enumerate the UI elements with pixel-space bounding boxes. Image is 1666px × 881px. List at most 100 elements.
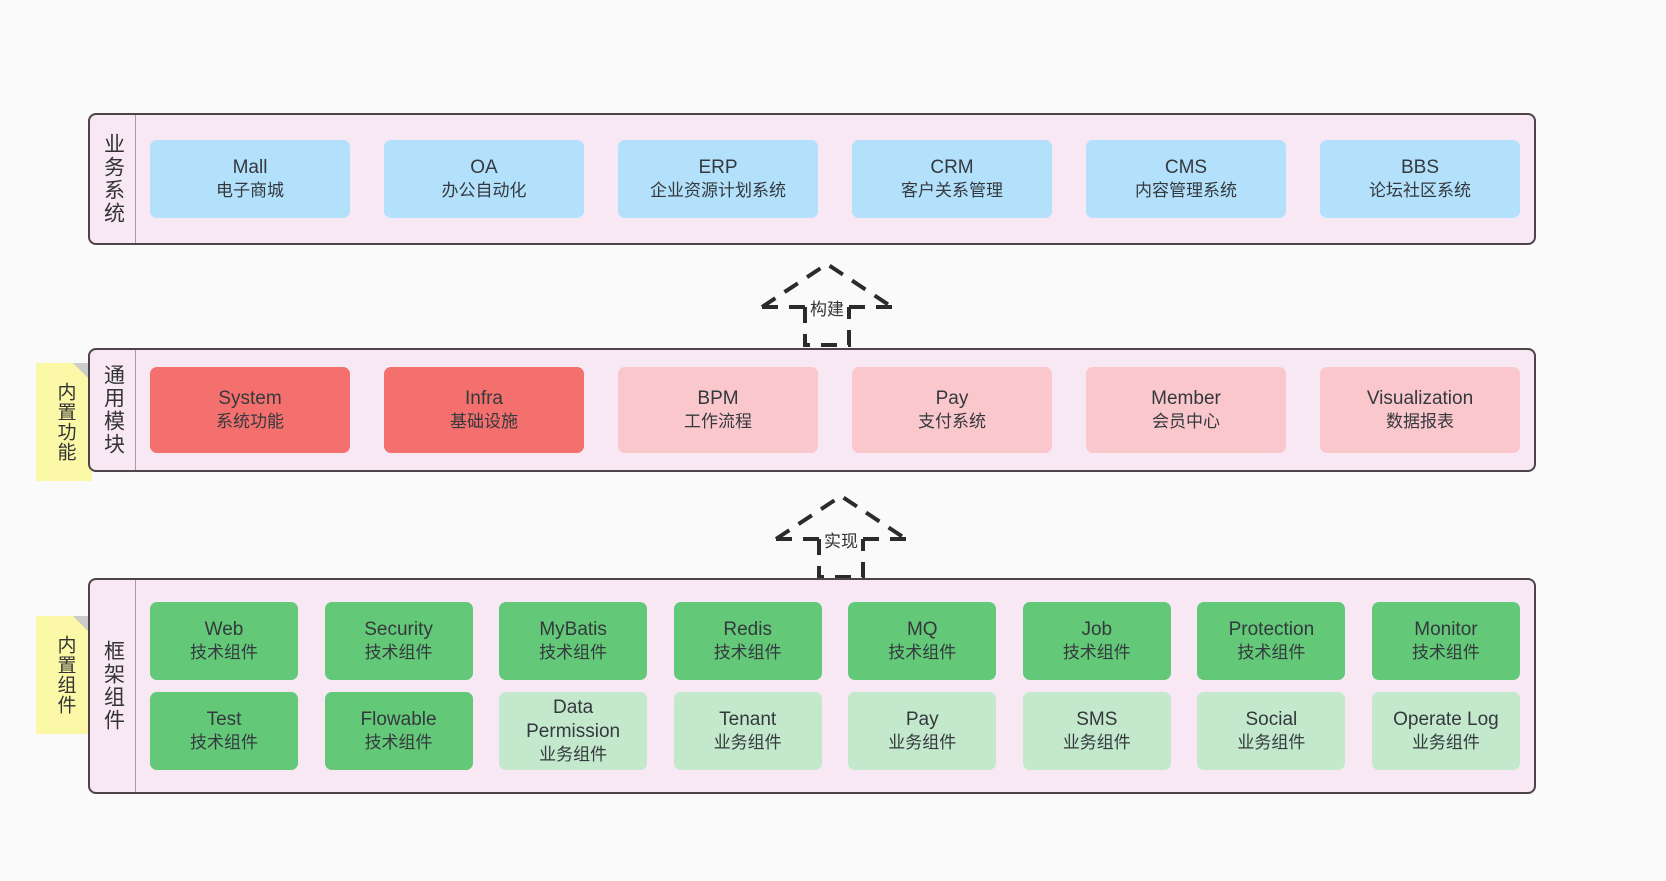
node-title: BBS xyxy=(1400,156,1440,178)
node-title: MyBatis xyxy=(539,618,607,640)
node-subtitle: 技术组件 xyxy=(364,733,433,753)
sticky-note-builtin-component: 内置组件 xyxy=(36,616,92,734)
node-job[interactable]: Job 技术组件 xyxy=(1022,602,1171,680)
node-oa[interactable]: OA 办公自动化 xyxy=(384,140,584,218)
node-data-permission[interactable]: Data Permission 业务组件 xyxy=(499,692,648,770)
node-title: Web xyxy=(204,618,244,640)
node-mall[interactable]: Mall 电子商城 xyxy=(150,140,350,218)
node-row: System 系统功能 Infra 基础设施 BPM 工作流程 Pay 支付系统… xyxy=(150,367,1520,453)
node-tenant[interactable]: Tenant 业务组件 xyxy=(673,692,822,770)
node-pay-component[interactable]: Pay 业务组件 xyxy=(848,692,997,770)
layer-common-module: 通用模块 System 系统功能 Infra 基础设施 BPM 工作流程 Pay xyxy=(88,348,1536,472)
node-subtitle: 业务组件 xyxy=(1237,733,1306,753)
node-title: Tenant xyxy=(719,708,777,730)
node-title: CRM xyxy=(930,156,974,178)
node-title: ERP xyxy=(698,156,738,178)
build-arrow-icon xyxy=(760,261,894,347)
node-social[interactable]: Social 业务组件 xyxy=(1197,692,1346,770)
node-title: Test xyxy=(206,708,242,730)
node-flowable[interactable]: Flowable 技术组件 xyxy=(324,692,473,770)
node-subtitle: 基础设施 xyxy=(450,412,518,432)
node-title: System xyxy=(218,387,282,409)
node-title: Pay xyxy=(935,387,969,409)
node-title: Infra xyxy=(464,387,504,409)
node-subtitle: 技术组件 xyxy=(888,643,957,663)
node-title: Mall xyxy=(232,156,268,178)
layer-title-framework-component: 框架组件 xyxy=(90,580,136,792)
node-title: Flowable xyxy=(360,708,437,730)
layer-business-system: 业务系统 Mall 电子商城 OA 办公自动化 ERP 企业资源计划系统 CRM xyxy=(88,113,1536,245)
node-subtitle: 技术组件 xyxy=(1411,643,1480,663)
node-subtitle: 企业资源计划系统 xyxy=(650,181,786,201)
node-mq[interactable]: MQ 技术组件 xyxy=(848,602,997,680)
sticky-note-label: 内置功能 xyxy=(54,382,76,462)
node-redis[interactable]: Redis 技术组件 xyxy=(673,602,822,680)
node-subtitle: 业务组件 xyxy=(539,745,608,765)
node-title: Redis xyxy=(723,618,772,640)
layer-title-label-framework-component: 框架组件 xyxy=(101,640,125,732)
node-mybatis[interactable]: MyBatis 技术组件 xyxy=(499,602,648,680)
node-title: Monitor xyxy=(1414,618,1478,640)
node-title: Social xyxy=(1245,708,1298,730)
layer-body-framework-component: Web 技术组件 Security 技术组件 MyBatis 技术组件 Redi… xyxy=(136,580,1534,792)
layer-body-business-system: Mall 电子商城 OA 办公自动化 ERP 企业资源计划系统 CRM 客户关系… xyxy=(136,115,1534,243)
node-title: CMS xyxy=(1164,156,1208,178)
sticky-fold-corner-icon xyxy=(73,616,92,635)
node-subtitle: 客户关系管理 xyxy=(901,181,1003,201)
node-pay-module[interactable]: Pay 支付系统 xyxy=(852,367,1052,453)
node-visualization[interactable]: Visualization 数据报表 xyxy=(1320,367,1520,453)
node-bbs[interactable]: BBS 论坛社区系统 xyxy=(1320,140,1520,218)
node-subtitle: 业务组件 xyxy=(713,733,782,753)
node-subtitle: 技术组件 xyxy=(1062,643,1131,663)
node-test[interactable]: Test 技术组件 xyxy=(150,692,298,770)
node-system[interactable]: System 系统功能 xyxy=(150,367,350,453)
node-title: BPM xyxy=(697,387,739,409)
node-subtitle: 技术组件 xyxy=(713,643,782,663)
sticky-note-label: 内置组件 xyxy=(54,635,76,715)
node-cms[interactable]: CMS 内容管理系统 xyxy=(1086,140,1286,218)
layer-title-label-common-module: 通用模块 xyxy=(101,364,125,456)
node-title: Security xyxy=(364,618,433,640)
node-web[interactable]: Web 技术组件 xyxy=(150,602,298,680)
node-sms[interactable]: SMS 业务组件 xyxy=(1022,692,1171,770)
node-row: Test 技术组件 Flowable 技术组件 Data Permission … xyxy=(150,692,1520,770)
node-subtitle: 办公自动化 xyxy=(441,181,527,201)
node-crm[interactable]: CRM 客户关系管理 xyxy=(852,140,1052,218)
node-subtitle: 会员中心 xyxy=(1152,412,1220,432)
node-protection[interactable]: Protection 技术组件 xyxy=(1197,602,1346,680)
node-subtitle: 内容管理系统 xyxy=(1135,181,1237,201)
node-subtitle: 业务组件 xyxy=(888,733,957,753)
node-title: Visualization xyxy=(1366,387,1474,409)
node-monitor[interactable]: Monitor 技术组件 xyxy=(1371,602,1520,680)
node-infra[interactable]: Infra 基础设施 xyxy=(384,367,584,453)
layer-title-business-system: 业务系统 xyxy=(90,115,136,243)
node-title: OA xyxy=(470,156,498,178)
node-subtitle: 技术组件 xyxy=(1237,643,1306,663)
layer-title-label-business-system: 业务系统 xyxy=(101,133,125,225)
node-subtitle: 工作流程 xyxy=(684,412,752,432)
layer-title-common-module: 通用模块 xyxy=(90,350,136,470)
node-security[interactable]: Security 技术组件 xyxy=(324,602,473,680)
node-title: Protection xyxy=(1228,618,1315,640)
node-title: MQ xyxy=(906,618,938,640)
node-bpm[interactable]: BPM 工作流程 xyxy=(618,367,818,453)
layer-framework-component: 框架组件 Web 技术组件 Security 技术组件 MyBatis 技术组件… xyxy=(88,578,1536,794)
node-subtitle: 技术组件 xyxy=(190,733,258,753)
node-row: Web 技术组件 Security 技术组件 MyBatis 技术组件 Redi… xyxy=(150,602,1520,680)
node-title: Operate Log xyxy=(1393,708,1499,730)
node-row: Mall 电子商城 OA 办公自动化 ERP 企业资源计划系统 CRM 客户关系… xyxy=(150,140,1520,218)
node-subtitle: 数据报表 xyxy=(1386,412,1454,432)
node-title: Pay xyxy=(905,708,939,730)
node-title: Data Permission xyxy=(526,696,621,743)
implement-arrow-icon xyxy=(774,493,908,579)
node-subtitle: 技术组件 xyxy=(364,643,433,663)
sticky-fold-corner-icon xyxy=(73,363,92,382)
node-operate-log[interactable]: Operate Log 业务组件 xyxy=(1371,692,1520,770)
node-member[interactable]: Member 会员中心 xyxy=(1086,367,1286,453)
connector-implement: 实现 xyxy=(768,489,914,581)
node-subtitle: 业务组件 xyxy=(1411,733,1480,753)
node-erp[interactable]: ERP 企业资源计划系统 xyxy=(618,140,818,218)
node-subtitle: 技术组件 xyxy=(190,643,258,663)
node-title: Job xyxy=(1081,618,1113,640)
